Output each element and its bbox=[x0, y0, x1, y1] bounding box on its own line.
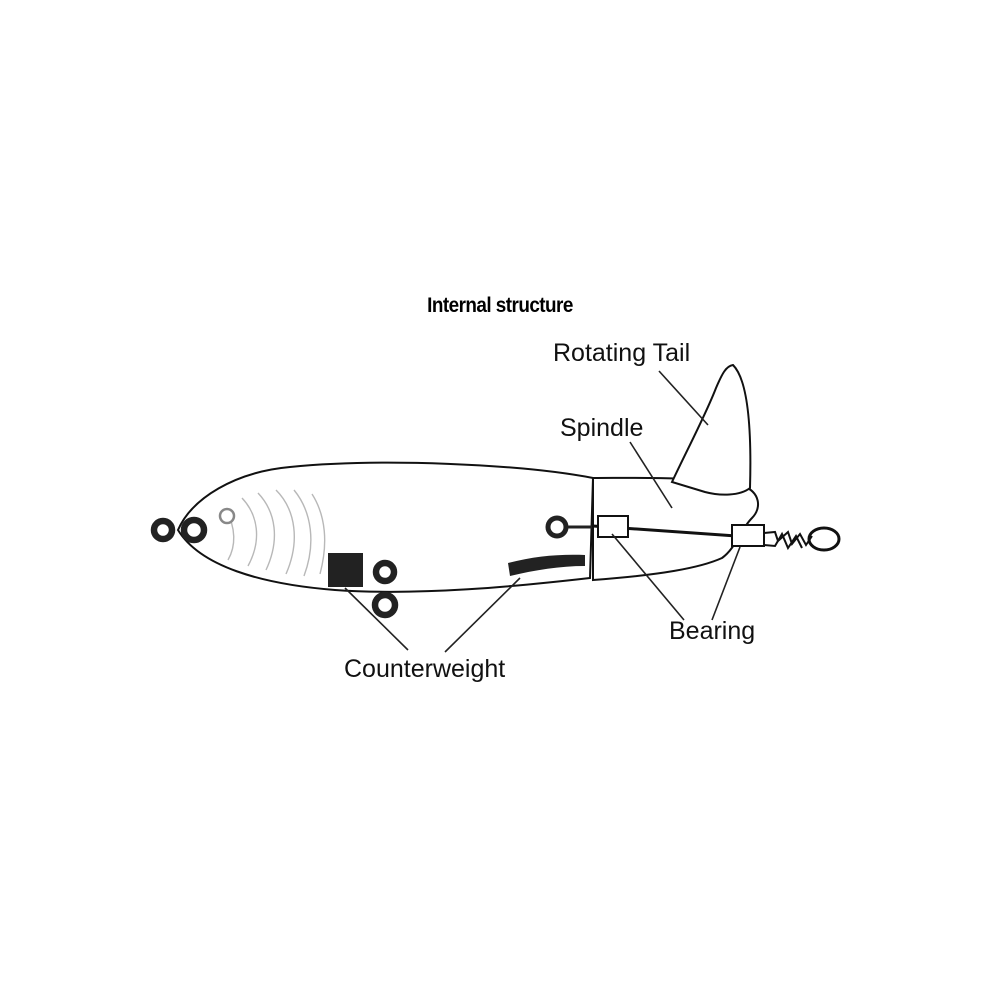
label-rotating-tail: Rotating Tail bbox=[553, 339, 691, 367]
bearing-rear bbox=[731, 524, 765, 547]
rotating-tail-fin bbox=[670, 363, 752, 496]
swivel bbox=[763, 530, 813, 551]
nose-line-tie bbox=[150, 516, 208, 544]
gill-lines bbox=[225, 489, 326, 577]
leader-lines bbox=[344, 370, 741, 653]
lure-body bbox=[176, 461, 595, 593]
rear-line-eye bbox=[545, 515, 569, 539]
eye-ring bbox=[218, 507, 236, 525]
tail-line-tie bbox=[807, 526, 841, 552]
label-spindle: Spindle bbox=[560, 414, 644, 442]
counterweight-block bbox=[328, 553, 363, 587]
label-counterweight: Counterweight bbox=[344, 655, 506, 683]
belly-hook-hanger bbox=[371, 559, 399, 619]
bearing-front bbox=[597, 515, 629, 538]
label-bearing: Bearing bbox=[669, 617, 756, 645]
counterweight-curved bbox=[508, 554, 585, 576]
diagram-title: Internal structure bbox=[427, 294, 573, 317]
